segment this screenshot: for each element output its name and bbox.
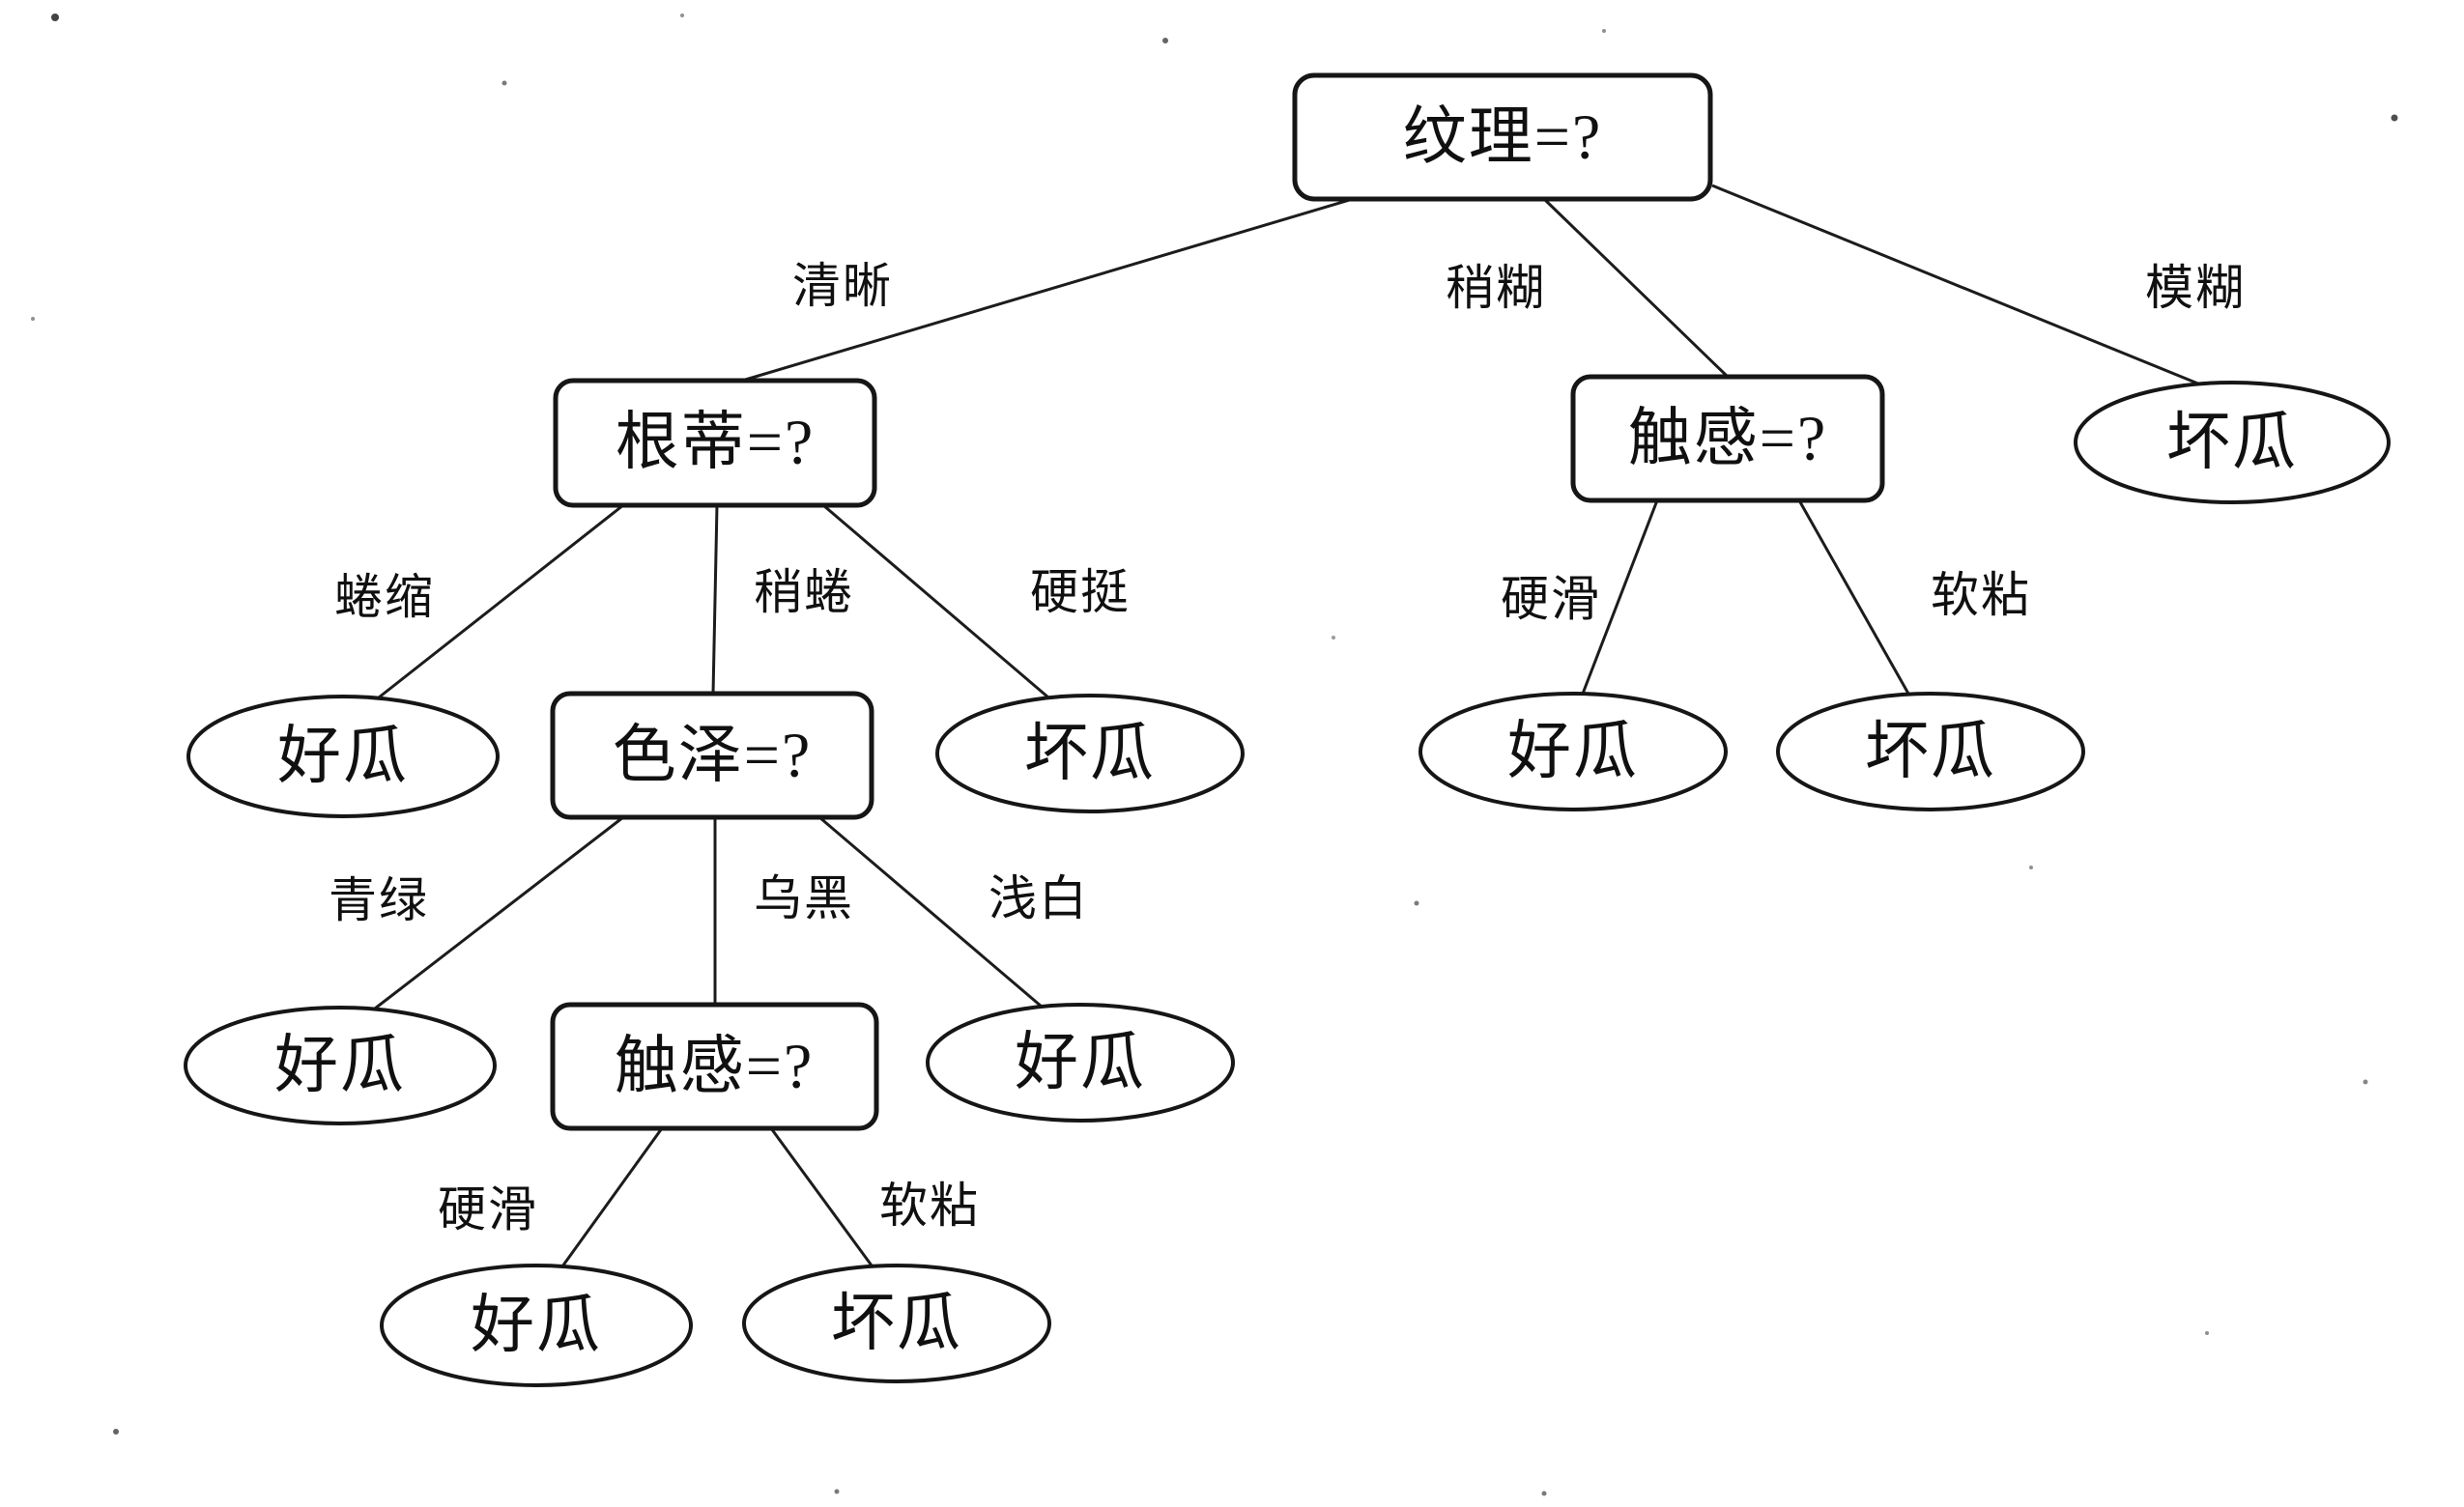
decision-box bbox=[553, 378, 877, 508]
decision-box bbox=[550, 1002, 879, 1131]
edge-label-curled: 蜷缩 bbox=[334, 570, 435, 624]
decision-box bbox=[1292, 72, 1713, 202]
edge-line-hard-smooth-bottom bbox=[560, 1127, 664, 1267]
scan-speck bbox=[2205, 1331, 2209, 1335]
scan-speck bbox=[2391, 114, 2398, 122]
edge-label-slightly-curled: 稍蜷 bbox=[754, 565, 854, 619]
edge-line-clear bbox=[741, 197, 1354, 383]
leaf-node-label: 坏瓜 bbox=[2166, 408, 2298, 478]
leaf-node-label: 坏瓜 bbox=[1024, 719, 1156, 789]
edge-line-blurry bbox=[1711, 184, 2206, 388]
leaf-ellipse bbox=[184, 1006, 497, 1125]
leaf-ellipse bbox=[935, 694, 1245, 813]
decision-node-touch-bottom: 触感=? bbox=[550, 1002, 879, 1131]
edge-label-hard-smooth-right: 硬滑 bbox=[1501, 572, 1601, 626]
edge-line-soft-sticky-bottom bbox=[769, 1127, 874, 1266]
edge-label-dark: 乌黑 bbox=[754, 871, 854, 925]
leaf-ellipse bbox=[1776, 692, 2085, 811]
scan-speck bbox=[1162, 38, 1168, 43]
edge-labels: 清晰 稍糊 模糊 蜷缩 稍蜷 硬挺 硬滑 软粘 青绿 乌黑 浅白 硬滑 软粘 bbox=[329, 259, 2246, 1237]
edge-label-slightly-blurry: 稍糊 bbox=[1446, 261, 1546, 315]
decision-node-label: 纹理=? bbox=[1403, 102, 1603, 173]
edge-lines bbox=[374, 184, 2206, 1267]
decision-node-color: 色泽=? bbox=[550, 691, 874, 820]
edge-label-light-white: 浅白 bbox=[988, 871, 1089, 925]
leaf-node-bad-blurry: 坏瓜 bbox=[2074, 381, 2391, 504]
edge-line-green bbox=[374, 815, 624, 1010]
leaf-ellipse bbox=[926, 1003, 1235, 1123]
leaf-node-good-curled: 好瓜 bbox=[186, 695, 500, 818]
leaf-node-label: 坏瓜 bbox=[1865, 717, 1996, 787]
scan-speck bbox=[1414, 900, 1419, 906]
leaf-node-bad-soft-bottom: 坏瓜 bbox=[742, 1264, 1051, 1383]
scan-speck bbox=[1332, 636, 1335, 640]
edge-line-slightly-curled bbox=[711, 504, 719, 695]
edge-line-stiff bbox=[822, 503, 1049, 699]
leaf-node-label: 好瓜 bbox=[274, 1031, 406, 1101]
scan-speck bbox=[680, 14, 684, 17]
leaf-node-label: 好瓜 bbox=[1507, 717, 1639, 787]
edge-line-light-white bbox=[818, 815, 1043, 1009]
leaf-ellipse bbox=[2074, 381, 2391, 504]
decision-node-label: 触感=? bbox=[615, 1032, 815, 1102]
scan-speck bbox=[2029, 866, 2033, 869]
decision-node-label: 色泽=? bbox=[613, 721, 813, 791]
scan-speck bbox=[2363, 1079, 2368, 1085]
leaf-node-label: 好瓜 bbox=[1015, 1028, 1146, 1098]
leaf-node-label: 好瓜 bbox=[471, 1291, 602, 1361]
leaf-node-label: 坏瓜 bbox=[831, 1289, 962, 1359]
edge-label-soft-sticky-right: 软粘 bbox=[1931, 568, 2031, 622]
scan-speck bbox=[501, 80, 507, 86]
scan-speck bbox=[51, 14, 59, 21]
decision-node-touch-right: 触感=? bbox=[1570, 374, 1885, 503]
leaf-ellipse bbox=[742, 1264, 1051, 1383]
leaf-ellipse bbox=[1418, 692, 1728, 811]
edge-line-curled bbox=[378, 503, 624, 699]
decision-node-texture: 纹理=? bbox=[1292, 72, 1713, 202]
leaf-ellipse bbox=[380, 1264, 693, 1387]
decision-box bbox=[1570, 374, 1885, 503]
scan-speck bbox=[113, 1429, 119, 1435]
scan-speck bbox=[1602, 29, 1606, 33]
decision-node-label: 触感=? bbox=[1628, 404, 1828, 474]
decision-box bbox=[550, 691, 874, 820]
leaf-node-bad-soft-right: 坏瓜 bbox=[1776, 692, 2085, 811]
scan-speck bbox=[1541, 1491, 1547, 1496]
scan-speck bbox=[31, 317, 35, 321]
edge-label-soft-sticky-bottom: 软粘 bbox=[879, 1179, 980, 1233]
decision-node-root-stem: 根蒂=? bbox=[553, 378, 877, 508]
leaf-node-good-hard-bottom: 好瓜 bbox=[380, 1264, 693, 1387]
leaf-node-good-green: 好瓜 bbox=[184, 1006, 497, 1125]
scan-noise bbox=[31, 14, 2398, 1496]
edge-line-soft-sticky-right bbox=[1797, 499, 1910, 695]
edge-line-hard-smooth-right bbox=[1581, 499, 1659, 695]
leaf-node-good-lightwhite: 好瓜 bbox=[926, 1003, 1235, 1123]
leaf-node-label: 好瓜 bbox=[277, 722, 409, 792]
leaf-node-good-hard-right: 好瓜 bbox=[1418, 692, 1728, 811]
edge-line-slightly-blurry bbox=[1542, 197, 1730, 379]
leaf-ellipse bbox=[186, 695, 500, 818]
leaf-node-bad-stiff: 坏瓜 bbox=[935, 694, 1245, 813]
edge-label-stiff: 硬挺 bbox=[1030, 565, 1131, 619]
decision-node-label: 根蒂=? bbox=[616, 408, 816, 478]
edge-label-blurry: 模糊 bbox=[2145, 261, 2246, 315]
edge-label-hard-smooth-bottom: 硬滑 bbox=[438, 1182, 538, 1237]
edge-label-clear: 清晰 bbox=[792, 259, 893, 313]
edge-label-green: 青绿 bbox=[329, 873, 429, 927]
scan-speck bbox=[834, 1489, 840, 1494]
